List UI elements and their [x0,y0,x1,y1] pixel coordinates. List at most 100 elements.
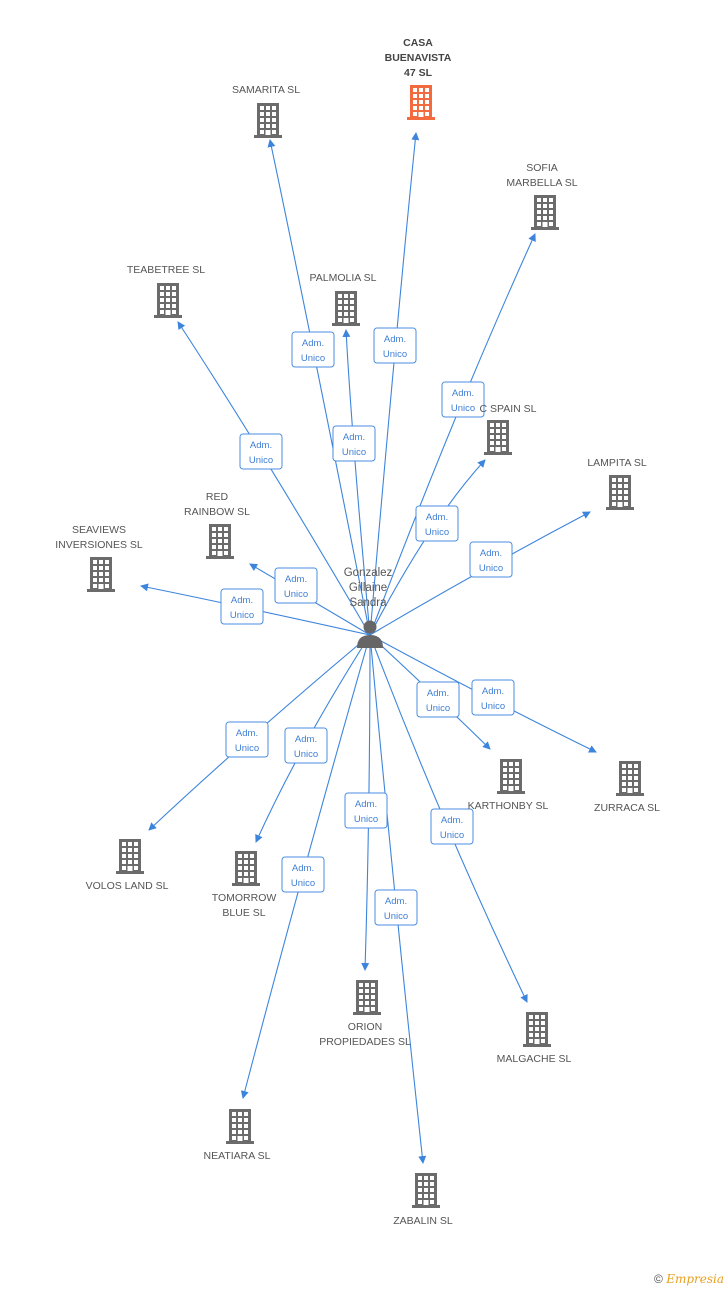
role-line: Unico [294,749,318,760]
building-icon [484,420,512,455]
person-icon [357,620,383,648]
role-line: Unico [425,527,449,538]
role-line: Unico [342,447,366,458]
role-line: Unico [384,911,408,922]
company-label: ZABALIN SL [393,1215,453,1227]
building-icon [116,839,144,874]
role-badge-karthonby[interactable]: Adm.Unico [416,681,460,718]
company-label: RAINBOW SL [184,506,250,518]
edge-teabetree [177,321,371,636]
role-badge-malgache[interactable]: Adm.Unico [430,808,474,845]
role-badge-sofia[interactable]: Adm.Unico [441,381,485,418]
role-line: Adm. [480,548,502,559]
company-label: MARBELLA SL [506,177,577,189]
role-line: Unico [249,455,273,466]
role-line: Unico [230,610,254,621]
company-node-palmolia[interactable]: PALMOLIA SL [310,272,377,326]
role-badge-zabalin[interactable]: Adm. Unico [374,889,418,926]
role-badge-cspain[interactable]: Adm. Unico [415,505,459,542]
building-icon [523,1012,551,1047]
building-icon [254,103,282,138]
role-line: Adm. [384,334,406,345]
company-node-volos[interactable]: VOLOS LAND SL [86,839,169,892]
role-badge-tomorrow[interactable]: Adm.Unico [284,727,328,764]
role-badge-volos[interactable]: Adm.Unico [225,721,269,758]
role-line: Adm. [236,728,258,739]
company-node-zurraca[interactable]: ZURRACA SL [594,761,660,814]
company-label: BUENAVISTA [385,52,452,64]
role-line: Unico [291,878,315,889]
role-line: Unico [354,814,378,825]
role-badge-seaviews[interactable]: Adm. Unico [220,588,264,625]
company-label: SEAVIEWS [72,524,126,536]
role-line: Adm. [231,595,253,606]
role-badge-redrainbow[interactable]: Adm. Unico [274,567,318,604]
role-badge-samarita[interactable]: Adm.Unico [291,331,335,368]
role-badge-teabetree[interactable]: Adm. Unico [239,433,283,470]
company-label: NEATIARA SL [204,1150,271,1162]
company-label: RED [206,491,229,503]
company-label: SAMARITA SL [232,84,300,96]
role-line: Unico [383,349,407,360]
building-icon [154,283,182,318]
role-line: Unico [479,563,503,574]
company-node-malgache[interactable]: MALGACHE SL [497,1012,572,1065]
role-line: Adm. [441,815,463,826]
company-label: LAMPITA SL [587,457,646,469]
role-line: Adm. [250,440,272,451]
company-label: KARTHONBY SL [468,800,549,812]
building-icon [87,557,115,592]
company-node-neatiara[interactable]: NEATIARA SL [204,1109,271,1162]
building-icon [353,980,381,1015]
role-badge-casa[interactable]: Adm. Unico [373,327,417,364]
role-line: Adm. [302,338,324,349]
building-icon [226,1109,254,1144]
building-icon [232,851,260,886]
company-label: ZURRACA SL [594,802,660,814]
role-badge-zurraca[interactable]: Adm.Unico [471,679,515,716]
role-line: Adm. [343,432,365,443]
building-icon [606,475,634,510]
person-name-line: Sandra [349,597,387,609]
company-label: C SPAIN SL [480,403,537,415]
role-line: Adm. [385,896,407,907]
company-node-lampita[interactable]: LAMPITA SL [587,457,647,510]
person-name-line: Gillaine [349,582,387,594]
role-badge-palmolia[interactable]: Adm. Unico [332,425,376,462]
role-line: Unico [451,403,475,414]
building-icon [206,524,234,559]
edge-casa [369,132,420,636]
copyright-symbol: © [654,1272,663,1286]
role-badge-orion[interactable]: Adm.Unico [344,792,388,829]
company-label: 47 SL [404,67,433,79]
company-node-redrainbow[interactable]: RED RAINBOW SL [184,491,250,559]
edge-samarita [267,139,371,636]
role-line: Adm. [426,512,448,523]
role-line: Adm. [482,686,504,697]
role-line: Adm. [292,863,314,874]
role-line: Adm. [285,574,307,585]
building-icon [412,1173,440,1208]
company-node-teabetree[interactable]: TEABETREE SL [127,264,205,318]
building-icon [616,761,644,796]
company-node-zabalin[interactable]: ZABALIN SL [393,1173,453,1227]
company-node-samarita[interactable]: SAMARITA SL [232,84,300,138]
role-line: Unico [284,589,308,600]
role-line: Unico [426,703,450,714]
brand-logo[interactable]: Empresia [666,1272,724,1286]
role-badge-neatiara[interactable]: Adm. Unico [281,856,325,893]
company-label: MALGACHE SL [497,1053,572,1065]
building-icon [407,85,435,120]
building-icon [497,759,525,794]
company-label: PALMOLIA SL [310,272,377,284]
company-node-cspain[interactable]: C SPAIN SL [480,403,537,455]
role-badge-lampita[interactable]: Adm. Unico [469,541,513,578]
company-node-karthonby[interactable]: KARTHONBY SL [468,759,549,812]
